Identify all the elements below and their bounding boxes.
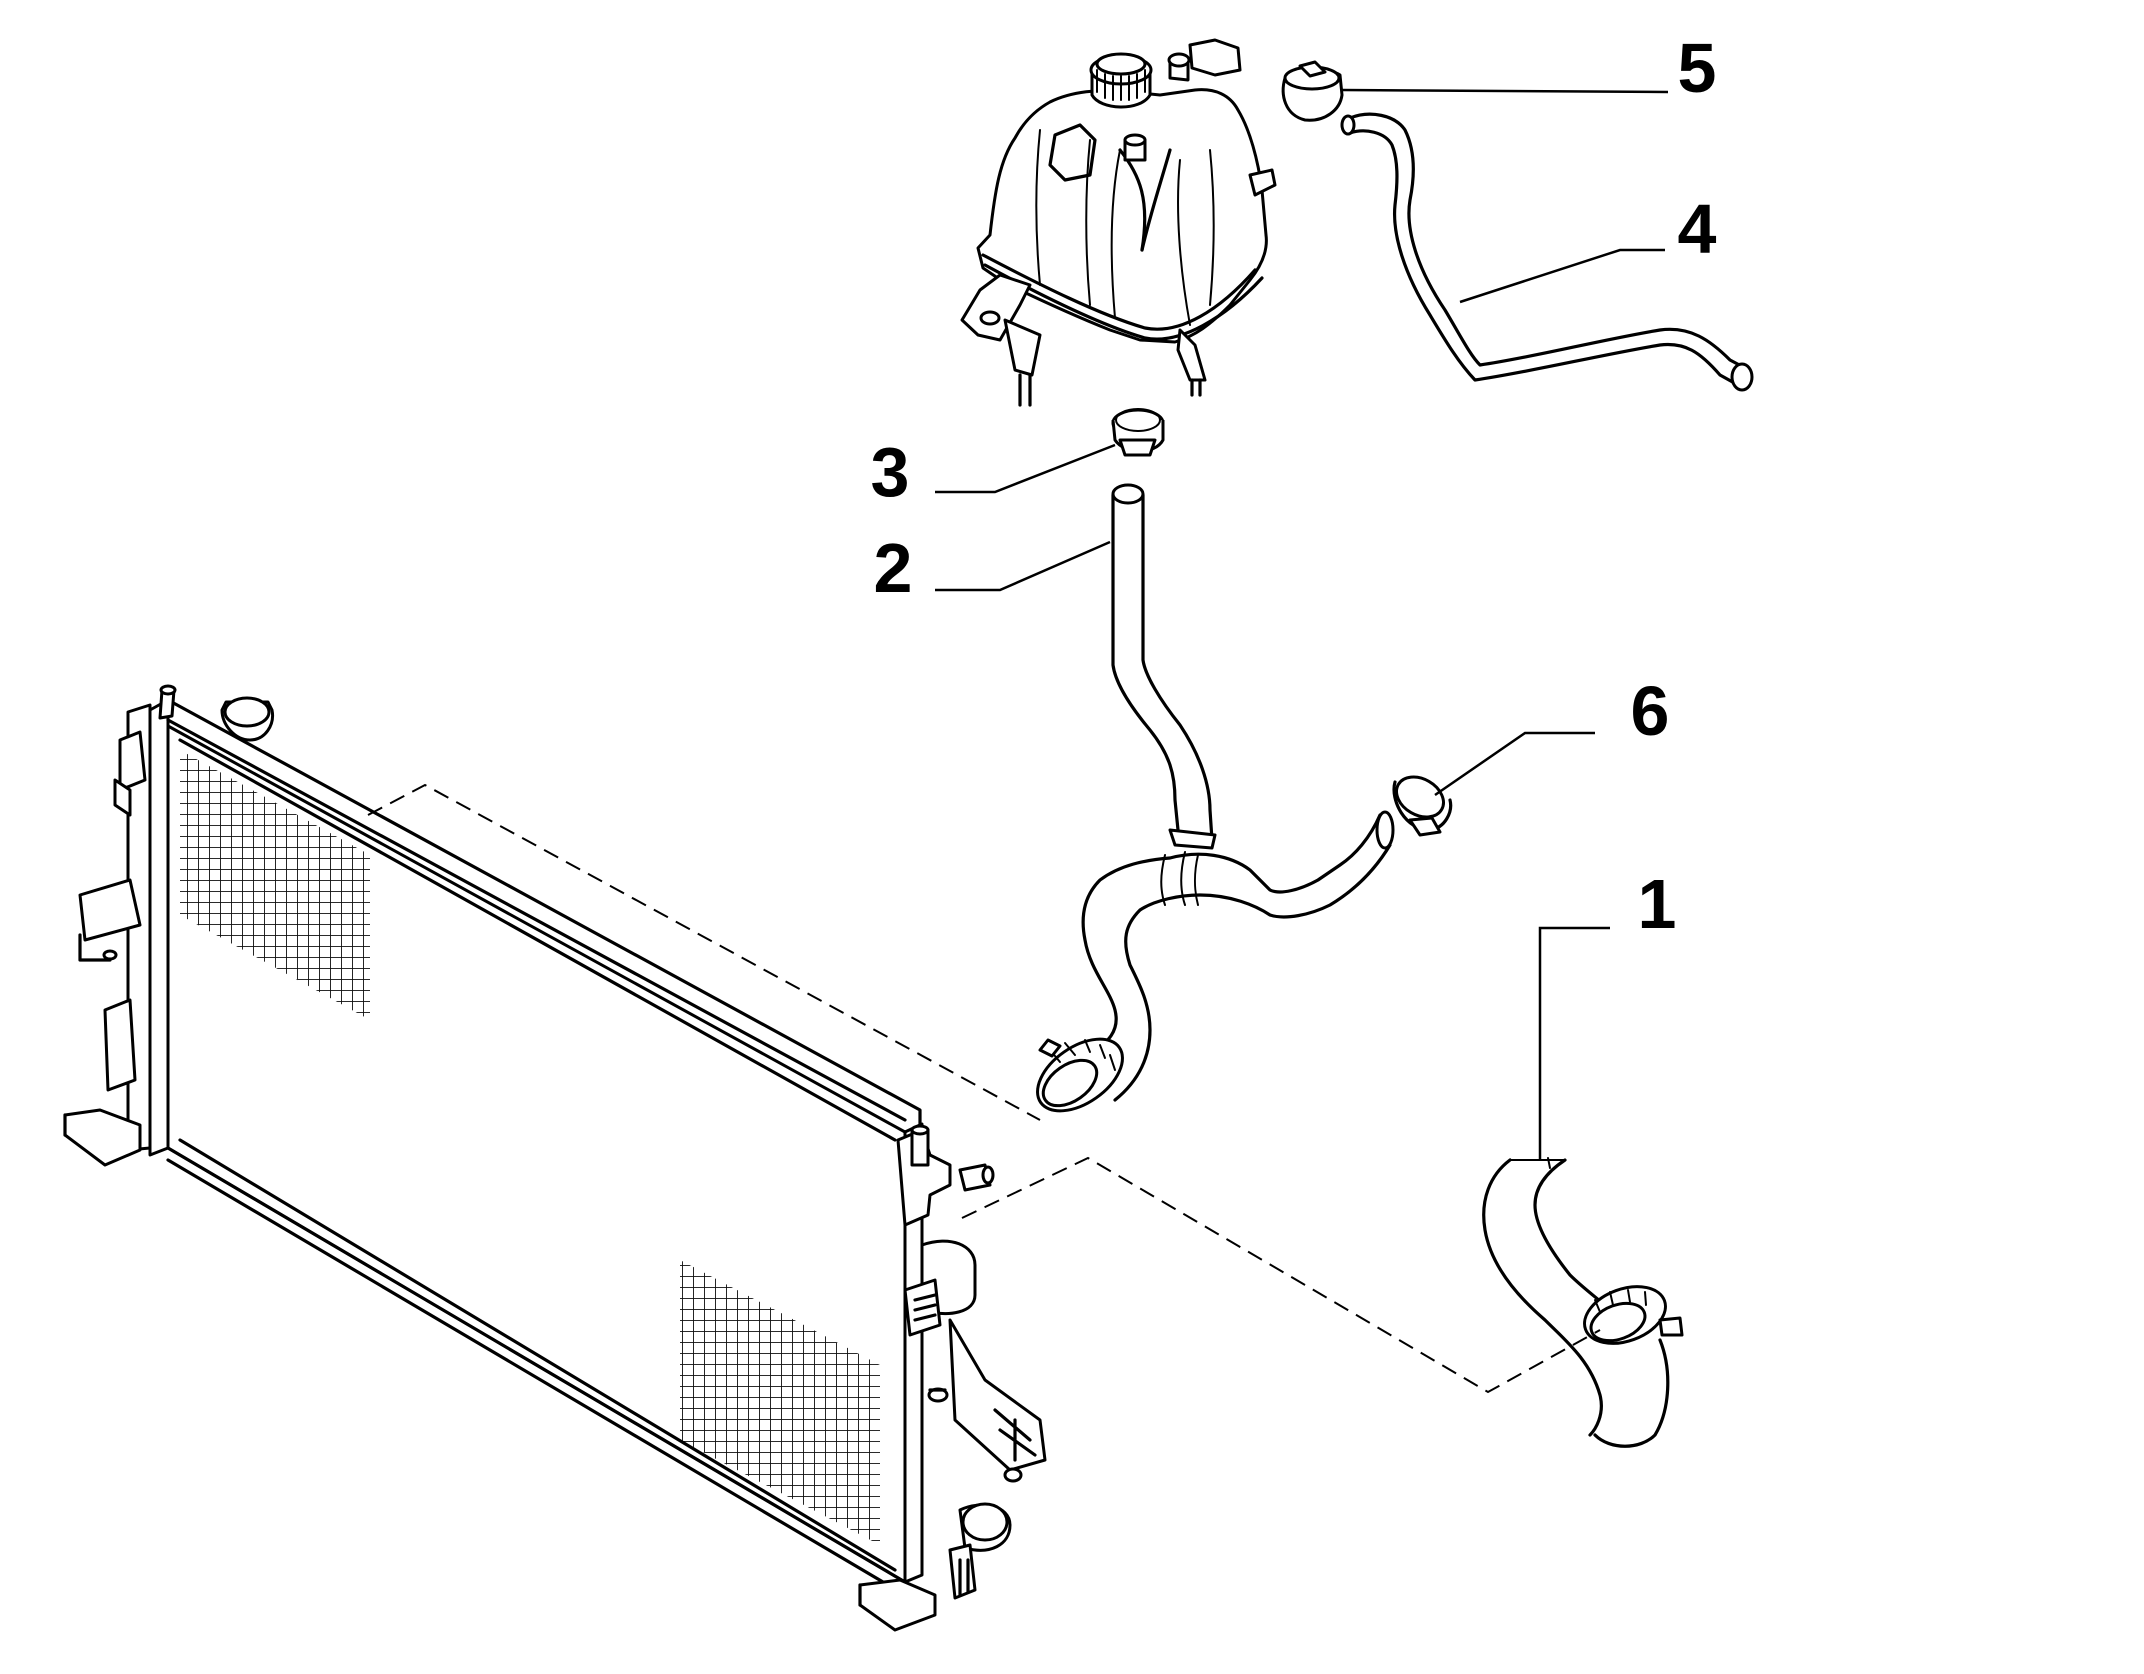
leader-4 [1459, 248, 1665, 304]
leader-3 [935, 443, 1116, 494]
callout-numbers: 5 4 3 2 6 1 [871, 29, 1717, 943]
leader-2 [935, 540, 1111, 592]
callout-6: 6 [1631, 672, 1670, 750]
radiator [63, 684, 1047, 1632]
leader-5 [1341, 88, 1669, 94]
radiator-mesh-bottom [680, 1260, 880, 1545]
callout-1: 1 [1638, 865, 1677, 943]
expansion-tank [960, 38, 1277, 407]
clamp-part-6 [1392, 775, 1453, 837]
hose-part-1 [1482, 1157, 1684, 1448]
radiator-mesh-top [180, 750, 370, 1020]
hose-part-2 [1036, 483, 1395, 1113]
callout-3: 3 [871, 433, 910, 511]
hose-part-4 [1340, 112, 1754, 392]
leader-lines [935, 88, 1669, 1160]
leader-6 [1434, 731, 1595, 797]
callout-5: 5 [1678, 29, 1717, 107]
leader-1 [1538, 926, 1610, 1160]
callout-4: 4 [1678, 190, 1717, 268]
clamp-part-3 [1111, 408, 1165, 457]
callout-2: 2 [874, 529, 913, 607]
installation-dashed-lines [367, 783, 1601, 1394]
clamp-part-5 [1281, 60, 1344, 122]
